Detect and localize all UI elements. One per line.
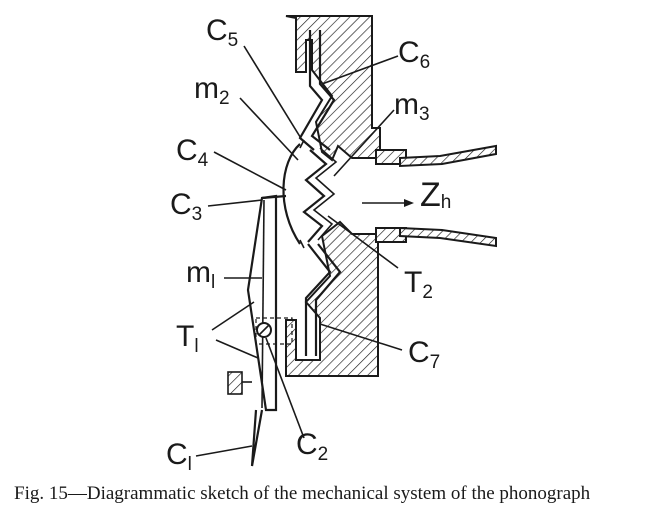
label-m2: m2 xyxy=(194,72,230,109)
upper-coupling-inner xyxy=(310,30,336,151)
lower-coupling xyxy=(304,243,332,356)
label-c5: C5 xyxy=(206,14,238,51)
label-c2: C2 xyxy=(296,428,328,465)
diaphragm-rim xyxy=(299,139,305,249)
leader-c1 xyxy=(195,445,253,457)
lower-coupling-inner xyxy=(314,243,342,356)
zigzag-spring-inner xyxy=(312,147,338,241)
leader-t1-b xyxy=(215,339,259,359)
housing-lower xyxy=(285,220,379,377)
leader-c2 xyxy=(265,337,305,439)
label-c6: C6 xyxy=(398,36,430,73)
upper-coupling xyxy=(298,30,324,151)
pivot-pin-slash xyxy=(258,324,270,336)
leader-c4 xyxy=(213,151,287,191)
horn-tube-lower xyxy=(399,226,497,248)
label-m3: m3 xyxy=(394,88,430,125)
label-c3: C3 xyxy=(170,188,202,225)
label-c1: Cl xyxy=(166,438,192,475)
leader-m2 xyxy=(239,97,299,161)
leader-c6 xyxy=(321,55,399,85)
label-t1: Tl xyxy=(176,320,199,357)
leader-t1-a xyxy=(211,301,255,331)
thumb-screw xyxy=(227,371,243,395)
stylus-arm-center xyxy=(261,199,265,409)
arm-link xyxy=(261,194,287,200)
leader-c7 xyxy=(319,323,403,351)
flow-arrow-head xyxy=(404,199,414,207)
leader-m3 xyxy=(333,109,395,177)
label-m1: ml xyxy=(186,256,215,293)
label-c4: C4 xyxy=(176,134,209,171)
leader-c5 xyxy=(243,45,303,141)
leader-t2 xyxy=(327,215,399,269)
needle xyxy=(250,409,264,467)
leader-c3 xyxy=(207,199,263,207)
horn-tube xyxy=(399,144,497,168)
label-c7: C7 xyxy=(408,336,440,373)
label-t2: T2 xyxy=(404,266,433,303)
zigzag-spring xyxy=(302,149,328,243)
label-zh: Zh xyxy=(420,176,451,214)
figure-caption: Fig. 15—Diagrammatic sketch of the mecha… xyxy=(14,483,591,504)
diaphragm xyxy=(282,143,301,245)
pivot-bracket xyxy=(255,317,293,345)
